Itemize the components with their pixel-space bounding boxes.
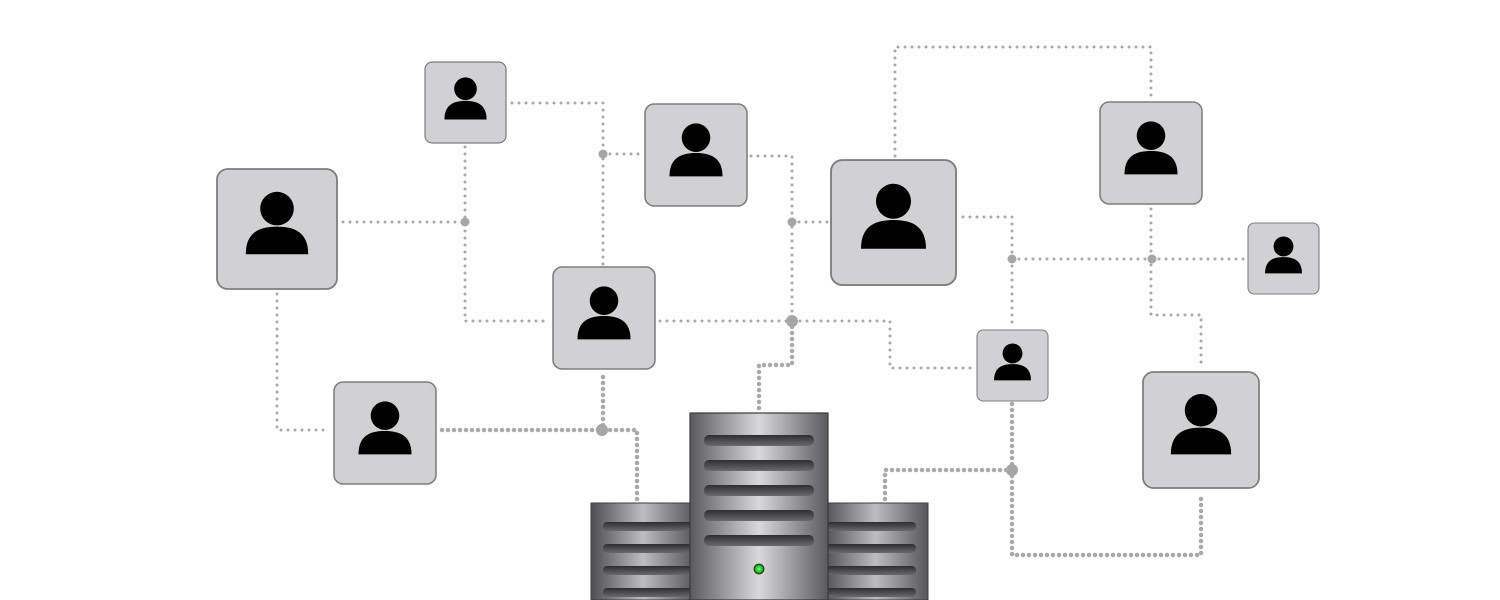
user-node bbox=[216, 168, 338, 290]
user-node bbox=[644, 103, 748, 207]
junction-dot bbox=[1006, 464, 1018, 476]
user-node bbox=[830, 159, 957, 286]
user-node bbox=[1142, 371, 1260, 489]
status-led bbox=[753, 563, 765, 575]
junction-dot bbox=[1007, 254, 1017, 264]
junction-dot bbox=[460, 217, 470, 227]
connector bbox=[1149, 207, 1203, 371]
user-nodes bbox=[216, 61, 1320, 489]
connector bbox=[658, 319, 975, 370]
junction-dot bbox=[787, 217, 797, 227]
user-node bbox=[552, 266, 656, 370]
person-icon bbox=[994, 343, 1031, 381]
person-icon bbox=[358, 401, 412, 455]
person-icon bbox=[861, 183, 926, 249]
server-link bbox=[756, 318, 795, 413]
person-icon bbox=[577, 286, 631, 340]
server-link bbox=[439, 427, 640, 503]
person-icon bbox=[1265, 236, 1302, 274]
connector bbox=[275, 292, 332, 432]
person-icon bbox=[1170, 394, 1232, 455]
junction-dot bbox=[786, 315, 798, 327]
server-main-unit bbox=[689, 412, 829, 600]
connectors bbox=[275, 45, 1248, 558]
person-icon bbox=[444, 77, 487, 120]
user-node bbox=[333, 381, 437, 485]
junction-dot bbox=[596, 424, 608, 436]
person-icon bbox=[245, 191, 309, 255]
connector bbox=[749, 154, 794, 323]
user-node bbox=[424, 61, 507, 144]
connector bbox=[463, 145, 552, 323]
server-link bbox=[1009, 401, 1204, 558]
connector bbox=[893, 45, 1153, 158]
junction-dot bbox=[598, 149, 608, 159]
user-node bbox=[1099, 101, 1203, 205]
user-node bbox=[1247, 222, 1320, 295]
person-icon bbox=[1124, 121, 1178, 175]
connector bbox=[510, 101, 605, 267]
connector bbox=[961, 215, 1014, 330]
person-icon bbox=[669, 123, 723, 177]
server-side-unit-right bbox=[822, 502, 929, 600]
junction-dot bbox=[1147, 254, 1157, 264]
user-node bbox=[976, 329, 1049, 402]
server-link bbox=[882, 467, 1015, 503]
server-side-unit-left bbox=[590, 502, 696, 600]
server-rack-icon bbox=[590, 412, 929, 600]
